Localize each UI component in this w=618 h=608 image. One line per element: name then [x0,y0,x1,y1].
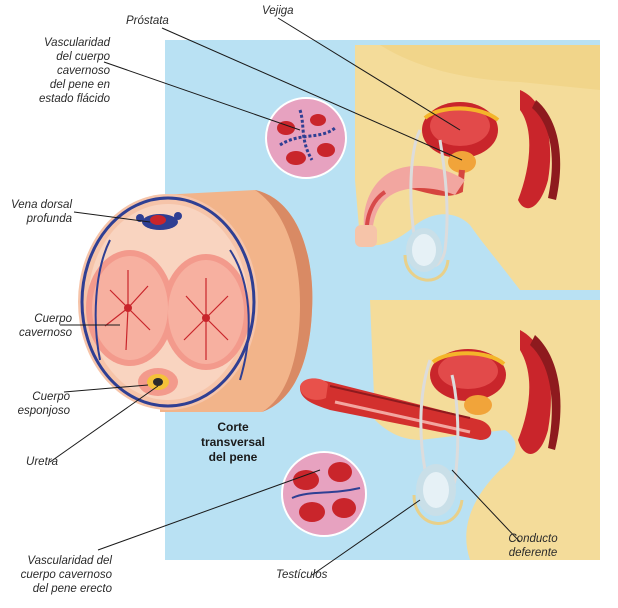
magnified-erect-vascularity [282,452,366,536]
label-vena-dorsal-profunda: Vena dorsal profunda [0,198,72,226]
label-testiculos: Testículos [276,568,327,582]
label-vascularidad-erecto: Vascularidad del cuerpo cavernoso del pe… [0,554,112,596]
label-cuerpo-cavernoso: Cuerpo cavernoso [0,312,72,340]
label-corte-transversal: Corte transversal del pene [188,420,278,465]
magnified-flaccid-vascularity [266,98,346,178]
label-conducto-deferente: Conducto deferente [498,532,568,560]
label-prostata: Próstata [126,14,169,28]
cross-section [78,190,312,412]
label-vejiga: Vejiga [262,4,294,18]
label-vascularidad-flacido: Vascularidad del cuerpo cavernoso del pe… [0,36,110,106]
label-cuerpo-esponjoso: Cuerpo esponjoso [0,390,70,418]
label-uretra: Uretra [0,455,58,469]
